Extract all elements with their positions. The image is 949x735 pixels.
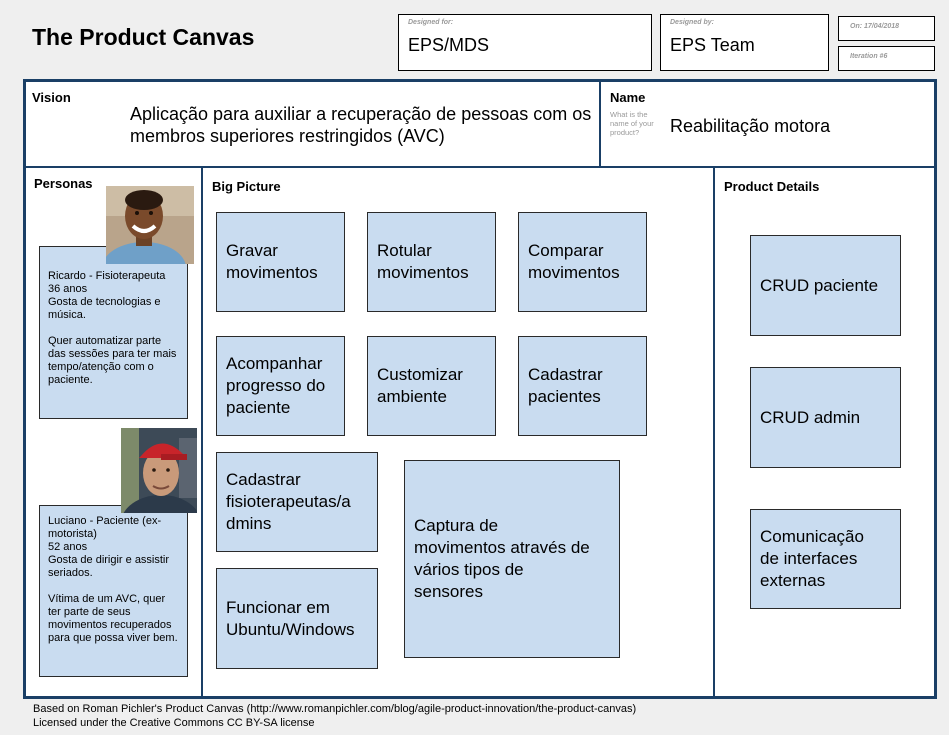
feature-card: Customizar ambiente bbox=[367, 336, 496, 436]
divider bbox=[713, 168, 715, 696]
feature-card: Funcionar em Ubuntu/Windows bbox=[216, 568, 378, 669]
designed-by-box: Designed by: EPS Team bbox=[660, 14, 829, 71]
personas-title: Personas bbox=[34, 176, 93, 191]
designed-for-value: EPS/MDS bbox=[408, 35, 490, 55]
designed-by-value: EPS Team bbox=[670, 35, 755, 55]
persona-photo bbox=[121, 428, 197, 513]
detail-card: Comunicação de interfaces externas bbox=[750, 509, 901, 609]
detail-card: CRUD paciente bbox=[750, 235, 901, 336]
persona-text: Ricardo - Fisioterapeuta 36 anos Gosta d… bbox=[48, 270, 177, 386]
persona-card: Luciano - Paciente (ex-motorista) 52 ano… bbox=[39, 505, 188, 677]
persona-photo bbox=[106, 186, 194, 264]
date-box: On: 17/04/2018 bbox=[838, 16, 935, 41]
iteration-label: Iteration #6 bbox=[850, 53, 888, 60]
footer-attribution: Based on Roman Pichler's Product Canvas … bbox=[33, 703, 637, 715]
big-picture-title: Big Picture bbox=[212, 179, 281, 194]
date-label: On: 17/04/2018 bbox=[850, 23, 900, 30]
divider bbox=[599, 82, 601, 166]
iteration-box: Iteration #6 bbox=[838, 46, 935, 71]
feature-card: Comparar movimentos bbox=[518, 212, 647, 312]
divider bbox=[26, 166, 934, 168]
vision-text: Aplicação para auxiliar a recuperação de… bbox=[130, 104, 592, 146]
name-title: Name bbox=[610, 90, 646, 105]
detail-card: CRUD admin bbox=[750, 367, 901, 468]
feature-card: Captura de movimentos através de vários … bbox=[404, 460, 620, 658]
divider bbox=[201, 168, 203, 696]
product-details-title: Product Details bbox=[724, 179, 820, 194]
vision-title: Vision bbox=[32, 90, 71, 105]
product-name: Reabilitação motora bbox=[670, 116, 831, 136]
page-title: The Product Canvas bbox=[32, 24, 255, 50]
footer: Based on Roman Pichler's Product Canvas … bbox=[33, 702, 636, 730]
designed-by-label: Designed by: bbox=[670, 19, 714, 26]
feature-card: Cadastrar fisioterapeutas/a dmins bbox=[216, 452, 378, 552]
footer-license: Licensed under the Creative Commons CC B… bbox=[33, 717, 315, 729]
persona-text: Luciano - Paciente (ex-motorista) 52 ano… bbox=[48, 515, 178, 644]
feature-card: Rotular movimentos bbox=[367, 212, 496, 312]
feature-card: Cadastrar pacientes bbox=[518, 336, 647, 436]
persona-card: Ricardo - Fisioterapeuta 36 anos Gosta d… bbox=[39, 246, 188, 419]
feature-card: Gravar movimentos bbox=[216, 212, 345, 312]
name-hint: What is the name of your product? bbox=[610, 110, 654, 137]
designed-for-box: Designed for: EPS/MDS bbox=[398, 14, 652, 71]
designed-for-label: Designed for: bbox=[408, 19, 454, 26]
feature-card: Acompanhar progresso do paciente bbox=[216, 336, 345, 436]
